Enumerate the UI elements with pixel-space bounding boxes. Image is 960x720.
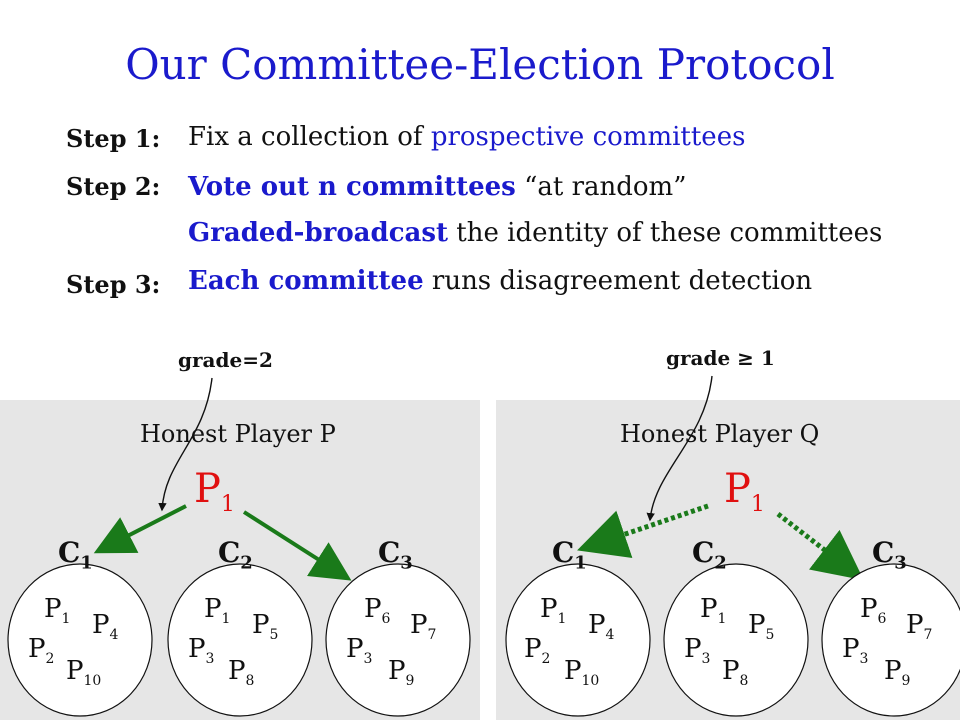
grade-pointer-right <box>646 375 713 522</box>
member: P6 <box>860 594 887 628</box>
center-player-right: P1 <box>724 466 765 517</box>
committee-label-c1-right: C1 <box>552 536 587 574</box>
player-title-right: Honest Player Q <box>620 420 820 448</box>
member: P8 <box>722 656 749 690</box>
center-player-left: P1 <box>194 466 235 517</box>
member: P1 <box>700 594 727 628</box>
step-2-label: Step 2: <box>66 172 161 201</box>
member: P9 <box>884 656 911 690</box>
member: P4 <box>588 610 615 644</box>
member: P4 <box>92 610 119 644</box>
member: P2 <box>524 634 551 668</box>
member: P1 <box>204 594 231 628</box>
grade-pointer-left <box>158 377 213 512</box>
committee-label-c2-right: C2 <box>692 536 727 574</box>
member: P2 <box>28 634 55 668</box>
member: P3 <box>684 634 711 668</box>
step-1-label: Step 1: <box>66 124 161 153</box>
member: P5 <box>252 610 279 644</box>
committee-circle-c2-right <box>663 563 809 717</box>
committee-label-c3-right: C3 <box>872 536 907 574</box>
committee-label-c3-left: C3 <box>378 536 413 574</box>
arrow-p1-to-c3-right <box>776 512 864 581</box>
committee-label-c2-left: C2 <box>218 536 253 574</box>
committee-label-c1-left: C1 <box>58 536 93 574</box>
member: P3 <box>842 634 869 668</box>
committee-circle-c1-left <box>7 563 153 717</box>
member: P10 <box>564 656 600 690</box>
member: P6 <box>364 594 391 628</box>
committee-circle-c3-left <box>325 563 471 717</box>
step-2-line-1: Vote out n committees “at random” <box>188 172 687 202</box>
grade-label-left: grade=2 <box>178 348 273 372</box>
step-1-text: Fix a collection of prospective committe… <box>188 122 746 152</box>
committee-circle-c3-right <box>821 563 960 717</box>
arrow-p1-to-c1-right <box>577 503 709 559</box>
step-3-label: Step 3: <box>66 270 161 299</box>
member: P9 <box>388 656 415 690</box>
member: P8 <box>228 656 255 690</box>
member: P1 <box>44 594 71 628</box>
member: P3 <box>346 634 373 668</box>
player-title-left: Honest Player P <box>140 420 336 448</box>
member: P7 <box>410 610 437 644</box>
prospective-committees-text: prospective committees <box>430 122 746 152</box>
member: P3 <box>188 634 215 668</box>
member: P1 <box>540 594 567 628</box>
committee-circle-c2-left <box>167 563 313 717</box>
grade-label-right: grade ≥ 1 <box>666 346 775 370</box>
arrow-p1-to-c3-left <box>242 510 352 581</box>
member: P7 <box>906 610 933 644</box>
step-3-text: Each committee runs disagreement detecti… <box>188 266 813 296</box>
page-title: Our Committee-Election Protocol <box>125 40 835 89</box>
committee-circle-c1-right <box>505 563 651 717</box>
step-2-line-2: Graded-broadcast the identity of these c… <box>188 218 883 248</box>
member: P10 <box>66 656 102 690</box>
arrow-p1-to-c1-left <box>93 504 187 554</box>
member: P5 <box>748 610 775 644</box>
